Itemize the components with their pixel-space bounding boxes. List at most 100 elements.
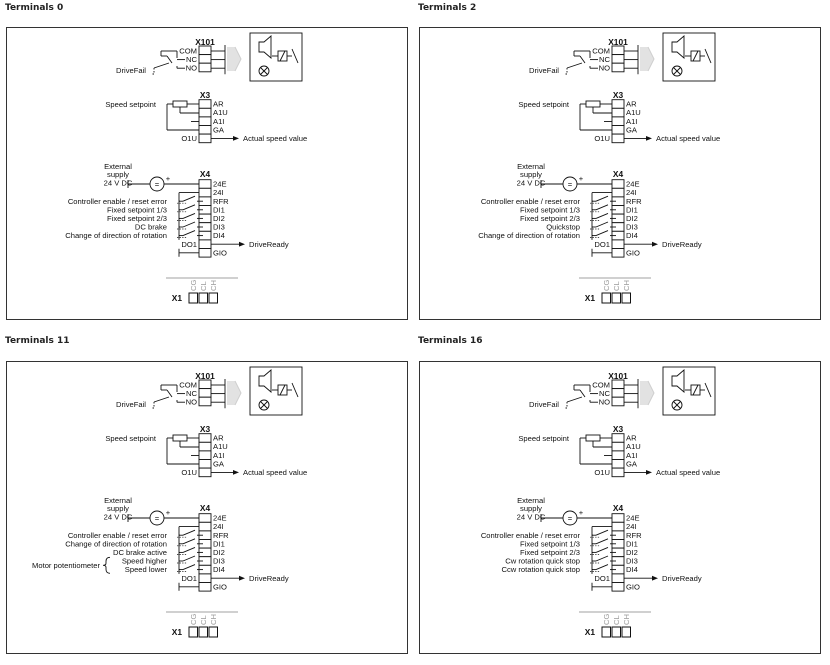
x1-pin-box [198, 626, 208, 638]
switch-blade [579, 55, 586, 64]
x4-pin-label: DI3 [626, 223, 638, 232]
input-label: Controller enable / reset error [481, 531, 581, 540]
x101-pin-label: NO [599, 398, 610, 407]
input-label: Fixed setpoint 1/3 [107, 205, 167, 214]
arrow-head [646, 470, 652, 475]
switch-blade [182, 230, 196, 237]
actuator-link [564, 402, 568, 409]
input-label: Controller enable / reset error [68, 531, 168, 540]
x4-label: X4 [200, 503, 211, 513]
relay-box [662, 366, 716, 416]
switch-link [153, 396, 170, 403]
lamp-cross [260, 67, 268, 75]
x101-pin-box [198, 396, 212, 407]
x101-pin-box [198, 62, 212, 73]
diagram-group: X101COMNCNODriveFailX3ARA1UA1IGAO1USpeed… [481, 366, 720, 638]
x3-pin-label: A1U [213, 442, 228, 451]
direction-arrow-edge [647, 46, 655, 72]
x1-pin-label: CL [199, 615, 208, 625]
x101-pin-label: NC [186, 389, 197, 398]
dc-symbol: = [155, 180, 160, 189]
switch-blade [182, 529, 196, 536]
relay-frame [662, 366, 716, 416]
supply-label: External [517, 162, 545, 171]
switch-blade [595, 564, 609, 571]
input-label: Quickstop [546, 223, 580, 232]
speed-setpoint-label: Speed setpoint [105, 434, 157, 443]
x4-pin-label: DI2 [213, 548, 225, 557]
dc-symbol: = [155, 514, 160, 523]
x1-pin-label: CH [622, 614, 631, 625]
x3-pin-label: AR [213, 100, 224, 109]
x3-pin-label: O1U [594, 468, 610, 477]
x4-pin-label: DO1 [594, 574, 610, 583]
x4-pin-label: 24I [626, 522, 637, 531]
x4-pin-label: 24E [213, 514, 227, 523]
x101-pin-label: NC [599, 55, 610, 64]
x4-pin-label: DO1 [181, 240, 197, 249]
x4-label: X4 [613, 169, 624, 179]
input-label: Controller enable / reset error [481, 197, 581, 206]
driveready-label: DriveReady [249, 574, 289, 583]
x1-label: X1 [172, 293, 183, 303]
drivefail-label: DriveFail [529, 66, 559, 75]
drivefail-label: DriveFail [116, 400, 146, 409]
x1-pin-box [601, 626, 611, 638]
contact-icon [291, 48, 299, 64]
x101-label: X101 [195, 37, 215, 47]
input-label: Fixed setpoint 1/3 [520, 205, 580, 214]
contact-icon [704, 382, 712, 398]
supply-label: 24 V DC [104, 512, 133, 521]
x4-pin-box [611, 521, 625, 532]
lamp-cross [673, 67, 681, 75]
switch-blade [182, 221, 196, 228]
input-label: Change of direction of rotation [478, 231, 580, 240]
dc-symbol: = [568, 180, 573, 189]
x101-pin-label: COM [179, 381, 197, 390]
x1-pin-label: CL [612, 615, 621, 625]
x1-label: X1 [585, 627, 596, 637]
x4-pin-label: DI1 [626, 205, 638, 214]
direction-arrow-edge [234, 46, 242, 72]
arrow-head [233, 136, 239, 141]
x3-pin-label: A1U [626, 108, 641, 117]
supply-label: supply [520, 504, 542, 513]
x101-pin-box [611, 388, 625, 398]
direction-arrow-edge [234, 380, 242, 406]
drivefail-wiring: DriveFail [529, 384, 598, 409]
relay-frame [662, 32, 716, 82]
switch-blade [182, 212, 196, 219]
x1-pin-box [188, 292, 198, 304]
x101-pin-label: COM [592, 381, 610, 390]
x4-connector: X424E24IRFRDI1DI2DI3DI4DO1GIOExternalsup… [65, 162, 289, 258]
x3-pin-label: AR [626, 100, 637, 109]
plus-sign: + [579, 508, 584, 517]
x4-pin-label: DI1 [213, 205, 225, 214]
x3-pin-label: A1I [213, 117, 224, 126]
x4-pin-label: DI3 [626, 557, 638, 566]
x101-pin-box [611, 396, 625, 407]
panel-title: Terminals 11 [5, 336, 70, 346]
coil-slash [692, 384, 699, 396]
x1-pin-box [208, 626, 218, 638]
x1-pin-label: CG [189, 280, 198, 291]
supply-label: supply [520, 170, 542, 179]
x4-pin-label: 24I [213, 188, 224, 197]
x4-pin-label: 24I [213, 522, 224, 531]
plus-sign: + [166, 174, 171, 183]
x1-pin-box [611, 292, 621, 304]
direction-arrow-edge [647, 380, 655, 406]
coil-slash [279, 384, 286, 396]
x3-pin-box [611, 459, 625, 469]
x1-pin-box [611, 626, 621, 638]
input-label: Fixed setpoint 2/3 [107, 214, 167, 223]
relay-box [662, 32, 716, 82]
switch-blade [182, 564, 196, 571]
wiring-diagram-frame [6, 361, 408, 654]
input-label: Fixed setpoint 2/3 [520, 548, 580, 557]
switch-blade [166, 55, 173, 64]
